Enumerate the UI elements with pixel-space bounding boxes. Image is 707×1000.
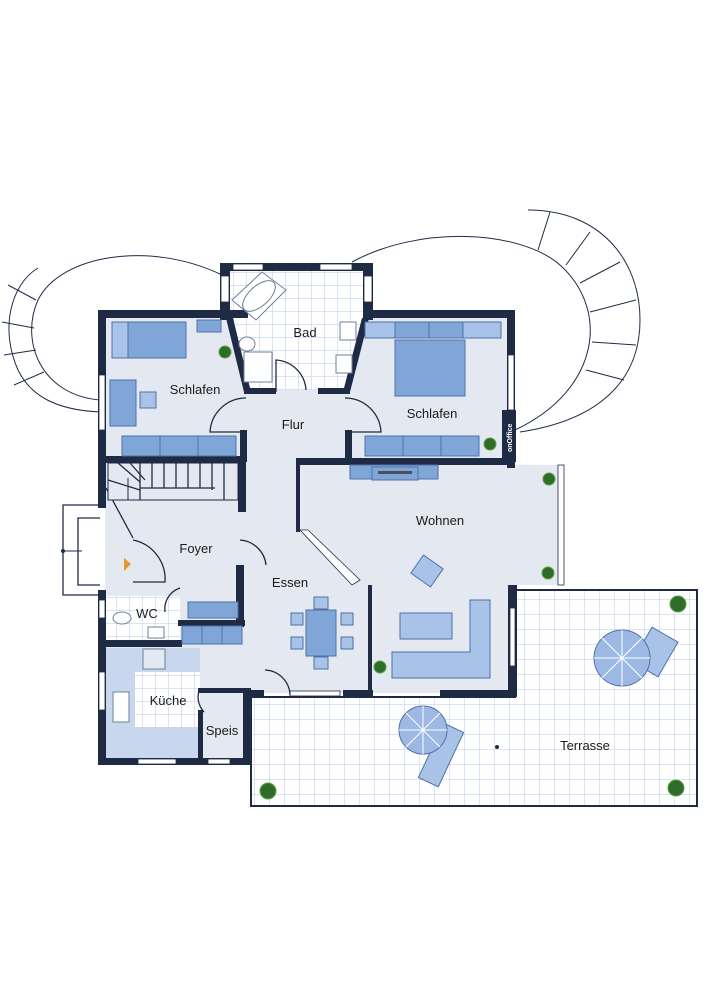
- plant-icons: [218, 345, 687, 800]
- room-label-essen: Essen: [272, 575, 308, 590]
- watermark-logo: onOffice: [507, 424, 514, 452]
- shower: [243, 351, 273, 383]
- left-bedroom-furniture: [109, 319, 237, 457]
- room-label-schlafen-left: Schlafen: [170, 382, 221, 397]
- watermark-panel: [502, 410, 516, 462]
- wc-sink: [147, 626, 165, 639]
- staircase: [107, 462, 239, 501]
- stove: [142, 648, 166, 670]
- entry-porch: [61, 504, 131, 596]
- entry-arrow-icon: [124, 558, 131, 571]
- room-label-speis: Speis: [206, 723, 239, 738]
- room-label-foyer: Foyer: [179, 541, 213, 556]
- garden-outline-left: [1, 255, 223, 413]
- garden-outline-right: [351, 209, 641, 433]
- room-label-wc: WC: [136, 606, 158, 621]
- plant-icon: [218, 345, 232, 359]
- room-label-flur: Flur: [282, 417, 305, 432]
- umbrella-2: [593, 626, 679, 687]
- umbrella-1: [398, 705, 465, 788]
- plant-icon: [541, 566, 555, 580]
- plant-icon: [669, 595, 687, 613]
- bathtub: [231, 271, 287, 321]
- room-label-bad: Bad: [293, 325, 316, 340]
- foyer-bench: [181, 601, 243, 645]
- living-room-furniture: [349, 464, 491, 679]
- right-bedroom-furniture: [364, 321, 502, 457]
- room-label-kueche: Küche: [150, 693, 187, 708]
- plant-icon: [259, 782, 277, 800]
- room-label-wohnen: Wohnen: [416, 513, 464, 528]
- plant-icon: [373, 660, 387, 674]
- door-swings: [105, 359, 382, 713]
- toilet: [238, 336, 256, 352]
- terrace-post: [495, 745, 499, 749]
- room-label-terrasse: Terrasse: [560, 738, 610, 753]
- plant-icon: [483, 437, 497, 451]
- plant-icon: [542, 472, 556, 486]
- sink-1: [339, 321, 357, 341]
- plant-icon: [667, 779, 685, 797]
- sink-2: [335, 354, 353, 374]
- kitchen-sink: [112, 691, 130, 723]
- room-label-schlafen-right: Schlafen: [407, 406, 458, 421]
- wc-toilet: [112, 611, 132, 625]
- dining-table-set: [290, 596, 354, 670]
- walls: [98, 263, 565, 765]
